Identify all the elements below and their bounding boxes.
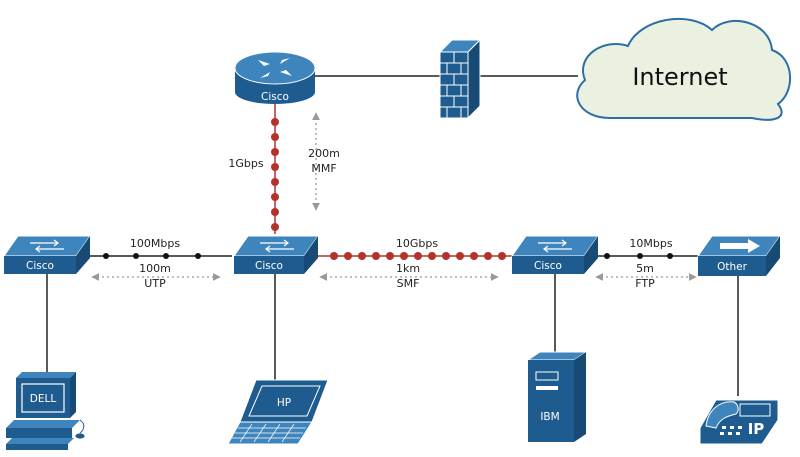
label-center-right-distance: 1km	[396, 262, 420, 275]
desktop-label: DELL	[30, 393, 57, 405]
label-router-center-speed: 1Gbps	[228, 157, 263, 170]
switch-other-label: Other	[717, 261, 747, 273]
label-left-center-speed: 100Mbps	[130, 237, 180, 250]
cloud-shape	[576, 17, 792, 121]
router-arrows-icon	[258, 58, 292, 78]
switch-left[interactable]: Cisco	[3, 235, 91, 274]
link-center-right	[318, 252, 514, 260]
label-center-right-speed: 10Gbps	[396, 237, 438, 250]
switch-left-label: Cisco	[26, 260, 54, 272]
label-left-center-medium: UTP	[144, 277, 166, 290]
keyboard-icon	[6, 438, 74, 450]
internet-label: Internet	[632, 63, 727, 91]
label-right-other-distance: 5m	[636, 262, 654, 275]
laptop-icon[interactable]: HP	[227, 379, 329, 445]
switch-right[interactable]: Cisco	[511, 235, 599, 274]
router-label: Cisco	[261, 91, 289, 103]
label-center-right-medium: SMF	[397, 277, 420, 290]
link-router-center	[271, 104, 279, 234]
switch-center-arrows-icon	[260, 239, 294, 253]
link-right-other	[598, 253, 698, 259]
label-router-center-medium: MMF	[311, 162, 336, 175]
switch-other[interactable]: Other	[697, 235, 781, 276]
switch-right-arrows-icon	[538, 239, 572, 253]
server-label: IBM	[540, 411, 559, 423]
laptop-label: HP	[277, 397, 291, 409]
label-right-other-medium: FTP	[635, 277, 655, 290]
desktop-computer-icon[interactable]: DELL	[6, 372, 86, 450]
phone-label: IP	[748, 420, 765, 438]
label-right-other-speed: 10Mbps	[629, 237, 672, 250]
label-router-center-distance: 200m	[308, 147, 340, 160]
ip-phone-icon[interactable]: IP	[699, 399, 779, 445]
switch-center[interactable]: Cisco	[233, 235, 319, 274]
switch-other-arrow-icon	[720, 239, 760, 253]
switch-left-arrows-icon	[30, 239, 64, 253]
mouse-icon	[74, 432, 86, 440]
server-icon[interactable]: IBM	[526, 351, 588, 442]
internet-cloud[interactable]: Internet	[576, 17, 792, 121]
firewall-icon[interactable]	[438, 38, 482, 120]
link-left-center	[90, 253, 232, 259]
router-icon[interactable]: Cisco	[234, 51, 316, 104]
label-left-center-distance: 100m	[139, 262, 171, 275]
switch-center-label: Cisco	[255, 260, 283, 272]
switch-right-label: Cisco	[534, 260, 562, 272]
